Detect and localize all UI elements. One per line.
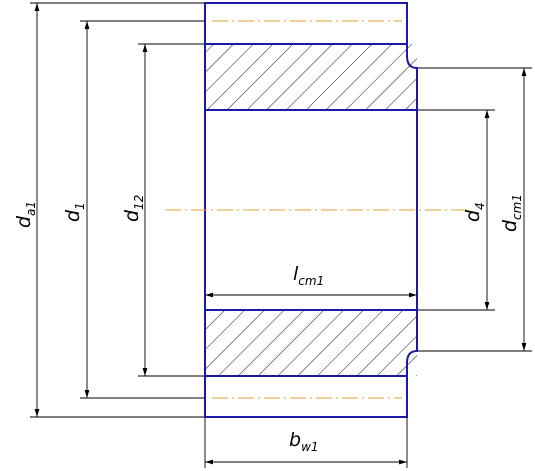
label-da1: da1 <box>13 201 38 228</box>
hatched-section-bottom <box>205 310 417 376</box>
label-dcm1: dcm1 <box>499 194 524 232</box>
label-d12-sub: 12 <box>132 195 146 210</box>
label-da1-sub: a1 <box>24 201 38 216</box>
label-dcm1-sub: cm1 <box>510 194 524 220</box>
hatched-section-top <box>205 44 417 110</box>
label-lcm1: lcm1 <box>293 263 324 288</box>
label-dcm1-main: d <box>499 219 521 232</box>
part-outline <box>204 2 418 418</box>
svg-text:d1: d1 <box>62 202 87 222</box>
label-d1-sub: 1 <box>73 202 87 210</box>
label-d1-main: d <box>62 209 84 222</box>
label-d4-main: d <box>462 209 484 222</box>
label-d4: d4 <box>462 202 487 222</box>
label-bw1-sub: w1 <box>301 440 318 454</box>
label-lcm1-sub: cm1 <box>298 274 324 288</box>
svg-text:da1: da1 <box>13 201 38 228</box>
label-d4-sub: 4 <box>473 202 487 210</box>
label-bw1: bw1 <box>289 429 319 454</box>
label-d12-main: d <box>121 209 143 222</box>
svg-text:d12: d12 <box>121 195 146 222</box>
svg-text:d4: d4 <box>462 202 487 222</box>
axis-lines <box>165 20 470 399</box>
label-da1-main: d <box>13 215 35 228</box>
svg-text:dcm1: dcm1 <box>499 194 524 232</box>
dimension-lines <box>34 2 527 465</box>
label-lcm1-main: l <box>293 263 299 285</box>
extension-lines <box>30 2 532 468</box>
label-d1: d1 <box>62 202 87 222</box>
label-d12: d12 <box>121 195 146 222</box>
label-bw1-main: b <box>289 429 301 451</box>
